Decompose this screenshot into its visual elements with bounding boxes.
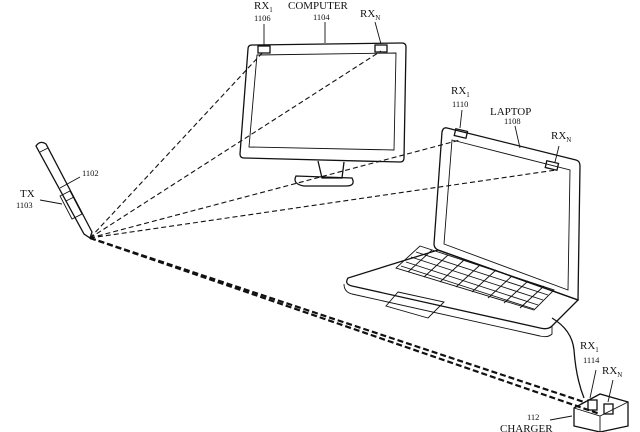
monitor-stand-neck: [317, 160, 345, 179]
stylus-tx-module: [59, 190, 83, 220]
charger: [549, 317, 629, 432]
charger-rxn-sensor: [603, 403, 614, 415]
laptop-keyboard: [395, 245, 555, 311]
laptop-lid: [433, 127, 581, 301]
leader-laptop-rx1: [459, 109, 463, 129]
charger-rxn-label: RXN: [602, 365, 622, 379]
keyboard-keys: [400, 249, 549, 310]
leader-computer-rxn: [374, 21, 382, 45]
laptop-label: LAPTOP: [490, 106, 531, 118]
leader-charger: [549, 415, 573, 421]
leader-laptop: [514, 125, 521, 149]
charger-body: [573, 393, 629, 432]
computer-rxn-sensor: [374, 44, 388, 53]
laptop-screen: [443, 139, 571, 291]
stylus-body: [35, 141, 93, 240]
laptop-rx1-label: RX1: [451, 85, 470, 99]
laptop-rx1-ref: 1110: [452, 99, 468, 109]
laptop-rx1-sensor: [453, 127, 469, 140]
laptop-ref: 1108: [504, 116, 521, 126]
signal-to-computer-rxn: [89, 50, 382, 239]
laptop-rxn-label: RXN: [551, 130, 571, 144]
stylus-ref: 1102: [82, 168, 99, 178]
computer-rx1-ref: 1106: [254, 13, 271, 23]
leader-tx: [39, 199, 63, 205]
charger-rx1-ref: 1114: [583, 355, 600, 365]
charger-ref: 112: [527, 412, 539, 422]
leader-charger-rxn: [607, 379, 614, 403]
stylus: [35, 141, 93, 240]
monitor-bezel: [239, 42, 407, 163]
laptop-rxn-sensor: [544, 159, 560, 172]
computer-rx1-label: RX1: [254, 0, 273, 14]
charger-rx1-label: RX1: [580, 340, 599, 354]
charger-label: CHARGER: [500, 423, 553, 432]
charger-rx1-sensor: [587, 399, 598, 411]
signal-lines: [89, 50, 601, 416]
laptop: [343, 109, 581, 338]
computer-label: COMPUTER: [288, 0, 349, 12]
laptop-base-edge: [343, 283, 553, 338]
leader-laptop-rxn: [554, 145, 560, 163]
signal-to-computer-rx1: [89, 50, 265, 239]
signal-to-laptop-rxn: [89, 169, 557, 239]
charger-cable: [551, 317, 585, 399]
computer-ref: 1104: [313, 12, 330, 22]
laptop-trackpad: [385, 291, 445, 319]
stylus-band: [39, 147, 49, 153]
monitor-screen: [248, 52, 397, 151]
laptop-base: [346, 249, 580, 330]
computer-rx1-sensor: [257, 45, 271, 54]
tx-ref: 1103: [16, 200, 33, 210]
tx-label: TX: [20, 188, 35, 200]
labels: RX1 1106 COMPUTER 1104 RXN RX1 1110 LAPT…: [16, 0, 622, 432]
monitor-stand-base: [294, 175, 354, 187]
computer-monitor: [239, 21, 407, 187]
signal-to-charger-rx1: [89, 236, 585, 404]
signal-to-charger-rxn: [89, 236, 601, 416]
leader-1102: [59, 176, 81, 189]
computer-rxn-label: RXN: [360, 8, 380, 22]
leader-charger-rx1: [589, 369, 597, 399]
